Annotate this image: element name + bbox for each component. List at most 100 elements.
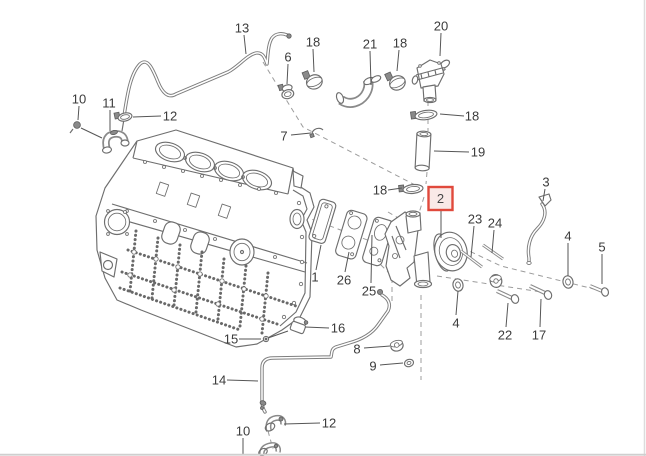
- part-label-13[interactable]: 13: [235, 21, 249, 36]
- leader-line-12: [132, 115, 162, 118]
- part-label-22[interactable]: 22: [498, 328, 512, 343]
- part-label-9[interactable]: 9: [369, 359, 376, 374]
- part-label-5[interactable]: 5: [598, 240, 605, 255]
- construction-line: [425, 171, 428, 185]
- part-label-18[interactable]: 18: [306, 35, 320, 50]
- leader-line-4: [455, 290, 459, 316]
- leader-line-3: [542, 188, 546, 202]
- bolt-17: [529, 284, 553, 300]
- part-label-12[interactable]: 12: [163, 109, 177, 124]
- part-label-4[interactable]: 4: [452, 316, 459, 331]
- elbow-hose-21: [335, 75, 382, 108]
- leader-line-9: [379, 362, 404, 366]
- leader-line-7: [290, 132, 312, 136]
- tube-19: [414, 130, 432, 172]
- construction-line: [262, 61, 418, 187]
- part-label-15[interactable]: 15: [224, 332, 238, 347]
- leader-line-19: [433, 150, 470, 153]
- side-bolt-chains: [118, 229, 298, 335]
- part-label-18[interactable]: 18: [465, 109, 479, 124]
- hose-clamp-18-a: [301, 70, 323, 90]
- part-label-7[interactable]: 7: [280, 129, 287, 144]
- part-label-3[interactable]: 3: [542, 175, 549, 190]
- part-label-18[interactable]: 18: [373, 183, 387, 198]
- leader-line-18: [312, 48, 315, 73]
- part-label-4[interactable]: 4: [564, 229, 571, 244]
- leader-line-26: [344, 251, 350, 273]
- hose-clamp-18-c: [409, 109, 438, 121]
- highlight-part-number: 2: [437, 191, 444, 206]
- elbow-12-bottom: [264, 414, 287, 432]
- hose-clamp-12-top: [113, 111, 133, 122]
- elbow-11: [101, 118, 130, 154]
- leader-line-24: [491, 229, 495, 254]
- callout-leaders: [77, 32, 603, 454]
- bolt-22: [496, 289, 520, 304]
- gasket-1: [308, 198, 337, 244]
- construction-line: [418, 196, 425, 214]
- banjo-bolt-10: [69, 121, 103, 139]
- part-label-16[interactable]: 16: [331, 321, 345, 336]
- hose-clamp-18-b: [384, 71, 406, 91]
- gasket-25: [362, 216, 394, 267]
- leader-line-1: [315, 244, 322, 271]
- part-label-17[interactable]: 17: [532, 328, 546, 343]
- leader-line-18: [396, 49, 400, 72]
- leader-line-13: [243, 34, 247, 55]
- leader-line-22: [505, 302, 509, 328]
- part-label-1[interactable]: 1: [311, 270, 318, 285]
- leader-line-23: [470, 225, 475, 258]
- part-label-10[interactable]: 10: [72, 92, 86, 107]
- bolt-15: [262, 330, 289, 343]
- cover-26: [335, 209, 368, 260]
- selected-part-highlight[interactable]: 2: [427, 185, 454, 238]
- part-label-20[interactable]: 20: [434, 19, 448, 34]
- part-label-11[interactable]: 11: [102, 96, 116, 111]
- part-label-21[interactable]: 21: [363, 37, 377, 52]
- head-bolt-dots: [123, 160, 278, 259]
- clip-7: [309, 127, 324, 139]
- part-label-23[interactable]: 23: [468, 212, 482, 227]
- washer-9: [403, 358, 415, 368]
- nut-8: [389, 339, 404, 352]
- leader-line-21: [369, 50, 372, 86]
- pipe-14: [259, 288, 392, 414]
- part-label-24[interactable]: 24: [488, 216, 502, 231]
- part-label-25[interactable]: 25: [362, 284, 376, 299]
- pipe-3: [526, 193, 552, 265]
- leader-line-6: [286, 63, 289, 85]
- nut-mid: [489, 274, 503, 288]
- leader-line-18: [387, 187, 403, 191]
- part-label-18[interactable]: 18: [393, 36, 407, 51]
- leader-line-10: [77, 105, 80, 121]
- engine-block: [95, 129, 315, 348]
- stud-24: [482, 243, 504, 261]
- part-label-10[interactable]: 10: [236, 424, 250, 439]
- bolt-5: [589, 284, 610, 297]
- leader-line-17: [539, 298, 542, 328]
- clamp-6: [277, 83, 295, 100]
- hose-clamp-18-d: [398, 183, 424, 195]
- pump-pulley: [433, 231, 468, 272]
- leader-line-8: [363, 345, 391, 349]
- leader-line-18: [439, 113, 465, 117]
- highlight-box[interactable]: [427, 185, 454, 212]
- thermostat-housing-20: [411, 59, 451, 104]
- leader-line-12: [283, 422, 321, 425]
- part-label-8[interactable]: 8: [353, 342, 360, 357]
- part-label-14[interactable]: 14: [212, 373, 226, 388]
- mount-clamp-16: [289, 316, 309, 335]
- part-label-19[interactable]: 19: [471, 145, 485, 160]
- leader-line-20: [439, 32, 442, 57]
- part-number-labels[interactable]: 13 18 6 21 18 20 10 11 12 7 18 19 18 3 23 24 4 5 1 26 25 4 22 1…: [72, 19, 606, 439]
- part-label-12[interactable]: 12: [322, 416, 336, 431]
- leader-line-14: [226, 379, 259, 382]
- part-artwork: [69, 32, 610, 456]
- washer-4-left: [452, 278, 464, 292]
- pipe-13: [122, 32, 292, 118]
- part-label-26[interactable]: 26: [337, 273, 351, 288]
- construction-line: [267, 430, 274, 450]
- part-label-6[interactable]: 6: [284, 50, 291, 65]
